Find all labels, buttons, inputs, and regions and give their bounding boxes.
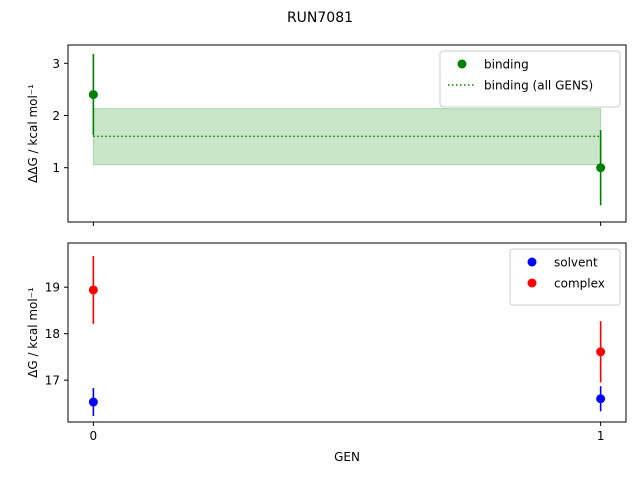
bottom-x-axis-label: GEN xyxy=(334,450,360,464)
top-axes-frame xyxy=(67,44,627,223)
top-y-axis-label: ΔΔG / kcal mol⁻¹ xyxy=(26,84,40,183)
bottom-y-axis-label: ΔG / kcal mol⁻¹ xyxy=(26,287,40,378)
top-binding-point xyxy=(596,163,606,173)
bottom-x-tick-label: 0 xyxy=(90,429,98,443)
bottom-legend-marker-swatch xyxy=(527,257,537,267)
top-legend-label: binding xyxy=(484,58,529,72)
bottom-legend-box xyxy=(509,248,621,306)
top-binding-point xyxy=(88,90,98,100)
bottom-y-tick-label: 19 xyxy=(45,281,60,295)
bottom-legend: solvent complex xyxy=(509,248,621,306)
bottom-y-tick-label: 17 xyxy=(45,374,60,388)
bottom-legend-label: solvent xyxy=(554,256,598,270)
figure-title: RUN7081 xyxy=(287,10,353,26)
bottom-complex-point xyxy=(596,347,606,357)
bottom-legend-label: complex xyxy=(554,277,605,291)
top-y-tick-label: 1 xyxy=(52,161,60,175)
top-y-tick-label: 3 xyxy=(52,57,60,71)
bottom-x-tick-label: 1 xyxy=(597,429,605,443)
top-y-tick-label: 2 xyxy=(52,109,60,123)
top-legend-marker-swatch xyxy=(457,59,467,69)
top-legend-label: binding (all GENS) xyxy=(484,79,593,93)
bottom-solvent-point xyxy=(88,397,98,407)
bottom-solvent-point xyxy=(596,394,606,404)
bottom-panel: 17 18 19 0 1 ΔG / kcal mol⁻¹ GEN solvent complex xyxy=(26,242,627,464)
bottom-axes-frame xyxy=(67,242,627,423)
bottom-complex-point xyxy=(88,285,98,295)
top-legend-box xyxy=(439,50,621,108)
bottom-legend-marker-swatch xyxy=(527,278,537,288)
bottom-y-tick-label: 18 xyxy=(45,327,60,341)
top-legend: binding binding (all GENS) xyxy=(439,50,621,108)
